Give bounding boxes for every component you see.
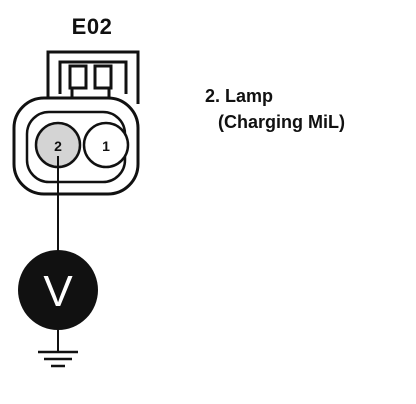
connector-title: E02 [71, 14, 113, 39]
pin-annotation-detail: (Charging MiL) [218, 112, 345, 132]
pin-1: 1 [82, 121, 130, 169]
voltmeter: V [18, 250, 98, 330]
pin-annotation-name: 2. Lamp [205, 86, 274, 106]
pin-2-label: 2 [54, 138, 62, 154]
connector-latch [46, 50, 140, 104]
voltmeter-symbol: V [43, 267, 73, 316]
ground-icon [38, 350, 78, 368]
pin-1-label: 1 [102, 138, 110, 154]
